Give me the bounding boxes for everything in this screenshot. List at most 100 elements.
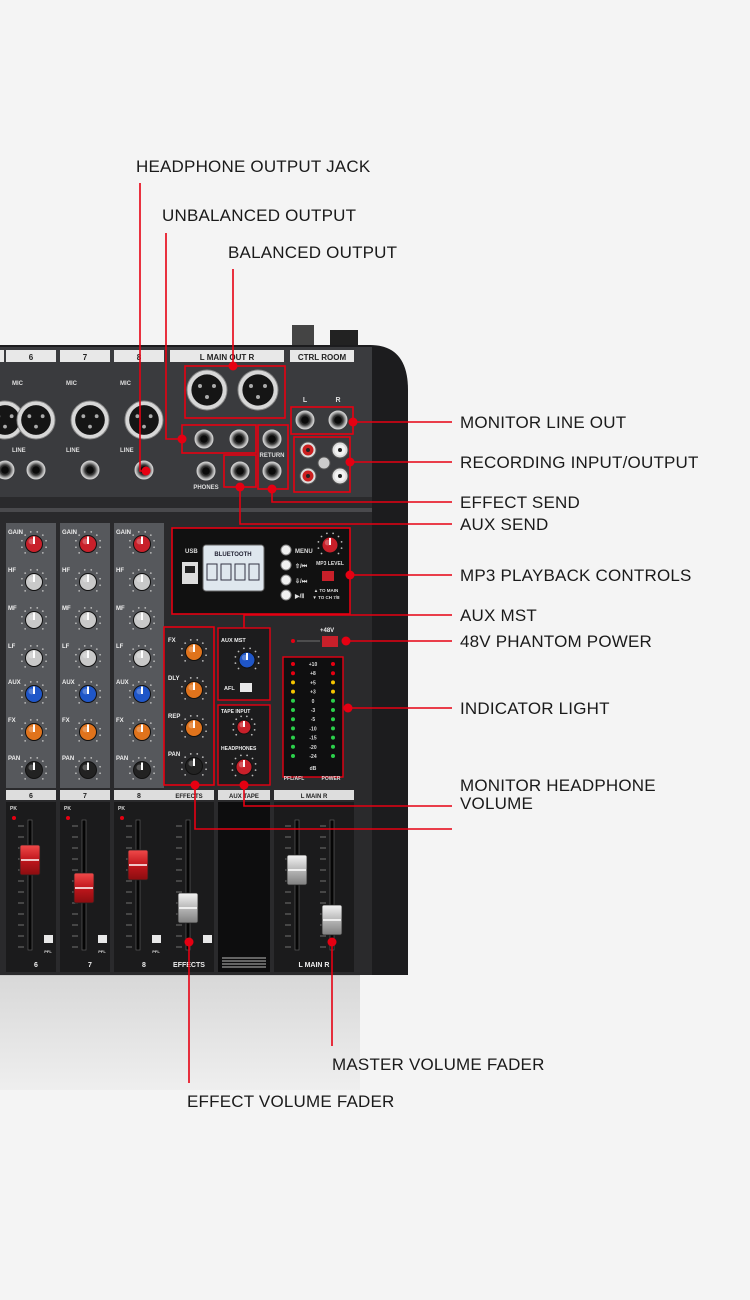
knob-tick [95, 627, 98, 630]
knob-tick [36, 607, 39, 609]
knob-tick [45, 660, 47, 663]
to-main-label: ▲ TO MAIN [314, 588, 339, 593]
knob-shine [28, 726, 35, 733]
callout-master-volume-fader: MASTER VOLUME FADER [332, 1055, 545, 1074]
knob-tick [129, 577, 131, 580]
knob-tick [99, 584, 101, 587]
main-label: L MAIN R [301, 794, 328, 800]
knob-tick [83, 681, 86, 683]
callout-dot [348, 417, 358, 427]
phantom-switch [322, 636, 338, 647]
callout-dot [341, 636, 351, 646]
knob-tick [153, 765, 155, 768]
meter-scale-label: -10 [309, 726, 316, 732]
tape-input-label: TAPE INPUT [221, 709, 250, 715]
knob-tick [90, 681, 93, 683]
knob-tick [201, 659, 204, 662]
jack-hole [32, 466, 40, 474]
knob-tick [95, 701, 98, 704]
knob-tick [24, 648, 27, 651]
line-jack-input [0, 460, 15, 480]
strip-number-bar [60, 790, 110, 800]
xlr-pin [256, 395, 260, 399]
meter-led-left [291, 662, 295, 666]
headphones-label: HEADPHONES [221, 746, 257, 752]
xlr-pin [81, 414, 86, 419]
knob-tick [181, 685, 183, 688]
knob-tick [41, 627, 44, 630]
meter-led-right [331, 726, 335, 731]
meter-led-right [331, 744, 335, 749]
knob-tick [153, 696, 155, 699]
xlr-pin [198, 384, 202, 388]
knob-tick [78, 551, 81, 554]
power-connector [292, 325, 314, 347]
mic-xlr-input [0, 400, 25, 440]
channel-knob-gain [129, 531, 155, 554]
pfl-button [44, 935, 53, 943]
callout-dot [184, 937, 194, 947]
meter-scale-label: -24 [309, 754, 316, 760]
callout-dot [141, 466, 151, 476]
knob-tick [41, 665, 44, 668]
xlr-pin [135, 414, 140, 419]
knob-tick [78, 722, 81, 725]
ground-screw [317, 456, 331, 470]
mic-xlr-input [16, 400, 56, 440]
knob-tick [325, 532, 328, 535]
knob-tick [45, 653, 47, 656]
knob-tick [184, 642, 187, 645]
knob-tick [21, 577, 23, 580]
knob-tick [78, 701, 81, 704]
mp3-route-switch [322, 571, 334, 581]
channel-knob-fx [75, 719, 101, 742]
jack-hole [236, 467, 244, 475]
knob-tick [132, 701, 135, 704]
channel-knob-mf [129, 607, 155, 630]
knob-tick [205, 685, 207, 688]
knob-tick [78, 648, 81, 651]
knob-tick [137, 757, 140, 759]
channel-knob-pan [21, 757, 47, 780]
knob-tick [205, 654, 207, 657]
callout-monitor-line-out: MONITOR LINE OUT [460, 413, 627, 432]
xlr-face [129, 405, 159, 435]
callout-headphone-output-jack: HEADPHONE OUTPUT JACK [136, 157, 371, 176]
mp3-button-label: ⇧/⏮ [295, 563, 308, 570]
knob-tick [132, 534, 135, 537]
knob-tick [83, 645, 86, 647]
mic-label: MIC [66, 381, 78, 387]
knob-shine [188, 722, 195, 729]
rca-record-right [331, 441, 349, 459]
knob-shine [136, 688, 143, 695]
knob-tick [189, 677, 192, 679]
knob-tick [184, 659, 187, 662]
power-switch [330, 330, 358, 347]
meter-led-left [291, 735, 295, 740]
knob-tick [153, 615, 155, 618]
knob-shine [28, 764, 35, 771]
ctrl-room-bar [290, 350, 354, 362]
knob-tick [83, 719, 86, 721]
knob-tick [234, 655, 237, 658]
callout-mp3-playback-controls: MP3 PLAYBACK CONTROLS [460, 566, 692, 585]
strip-number: 6 [29, 793, 33, 800]
knob-tick [149, 551, 152, 554]
knob-tick [21, 689, 23, 692]
return-label: RETURN [260, 453, 285, 459]
line-label: LINE [12, 448, 26, 454]
knob-tick [45, 765, 47, 768]
knob-tick [153, 577, 155, 580]
knob-tick [75, 660, 77, 663]
knob-label: AUX [8, 680, 21, 686]
knob-tick [99, 615, 101, 618]
mp3-lcd-icon [206, 563, 218, 581]
knob-tick [189, 715, 192, 717]
knob-tick [196, 753, 199, 755]
knob-label: AUX [62, 680, 75, 686]
knob-tick [184, 680, 187, 683]
knob-tick [149, 722, 152, 725]
knob-tick [257, 655, 260, 658]
channel-number-bar [114, 350, 164, 362]
